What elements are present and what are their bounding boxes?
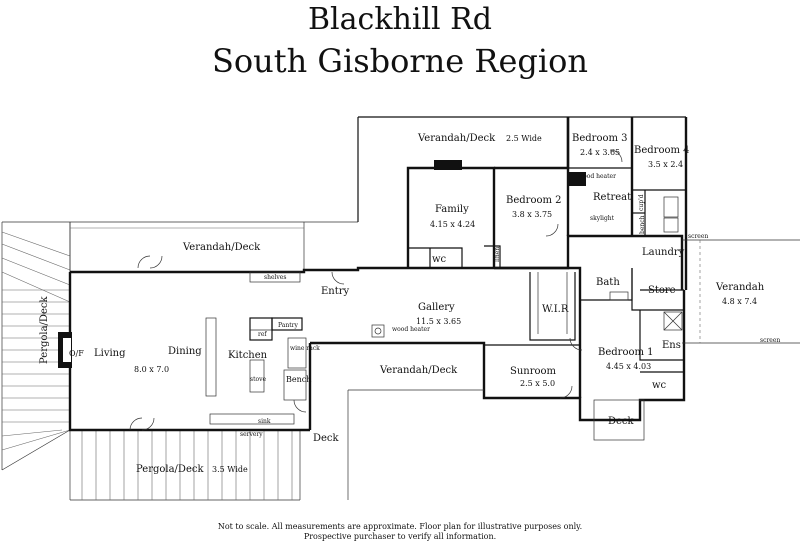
label-gallery: Gallery — [418, 302, 455, 313]
label-deck-south: Deck — [313, 433, 340, 444]
label-sunroom-size: 2.5 x 5.0 — [520, 379, 555, 388]
label-screen-top: screen — [688, 233, 708, 240]
label-verandah-top: Verandah/Deck — [417, 133, 496, 144]
label-wood-heater-gallery: wood heater — [392, 326, 430, 333]
label-stove: stove — [250, 376, 266, 383]
label-family: Family — [435, 204, 469, 215]
label-laundry: Laundry — [642, 247, 685, 258]
label-shelves: shelves — [264, 274, 286, 281]
label-bedroom3: Bedroom 3 — [572, 133, 628, 144]
label-bedroom2-size: 3.8 x 3.75 — [512, 210, 552, 219]
label-bedroom1: Bedroom 1 — [598, 347, 654, 358]
label-wc-family: wc — [432, 254, 447, 265]
label-wood-heater-top: wood heater — [578, 173, 616, 180]
label-bedroom3-size: 2.4 x 3.65 — [580, 148, 620, 157]
label-pergola-deck-left: Pergola/Deck — [39, 296, 50, 364]
label-deck-ens: Deck — [608, 416, 635, 427]
label-retreat: Retreat — [593, 192, 631, 203]
label-living: Living — [94, 348, 126, 359]
title-line-1: Blackhill Rd — [308, 2, 492, 37]
label-screen-bottom: screen — [760, 337, 780, 344]
label-store: Store — [648, 285, 676, 296]
disclaimer-line-1: Not to scale. All measurements are appro… — [217, 522, 583, 531]
label-of: O/F — [69, 349, 84, 358]
label-pergola-deck-bottom: Pergola/Deck — [136, 464, 204, 475]
wood-heater-top — [568, 172, 586, 186]
label-verandah-south: Verandah/Deck — [379, 365, 458, 376]
label-entry: Entry — [321, 286, 350, 297]
verandah-south-outline — [347, 389, 484, 500]
label-kitchen: Kitchen — [228, 350, 268, 361]
label-living-dining-size: 8.0 x 7.0 — [134, 365, 169, 374]
label-linen: linen — [494, 247, 501, 262]
label-pantry: Pantry — [278, 322, 298, 329]
external-walls — [68, 117, 688, 432]
label-cupd: cup'd — [638, 194, 645, 211]
disclaimer-line-2: Prospective purchaser to verify all info… — [303, 532, 497, 541]
fireplace-family — [434, 160, 462, 170]
label-bedroom4-size: 3.5 x 2.4 — [648, 160, 683, 169]
label-verandah-west: Verandah/Deck — [182, 242, 261, 253]
door-swings — [129, 149, 623, 431]
label-family-size: 4.15 x 4.24 — [430, 220, 475, 229]
label-wc-ens: wc — [652, 380, 667, 391]
label-ref: ref — [258, 331, 267, 338]
label-bench-small: bench — [639, 215, 646, 234]
label-bath: Bath — [596, 277, 620, 288]
label-verandah-east-size: 4.8 x 7.4 — [722, 297, 757, 306]
label-dining: Dining — [168, 346, 202, 357]
internal-walls — [58, 167, 686, 425]
title-line-2: South Gisborne Region — [211, 42, 589, 80]
verandah-west-outline — [69, 221, 358, 272]
label-wir: W.I.R — [542, 304, 569, 315]
label-verandah-east: Verandah — [715, 282, 765, 293]
label-pergola-width: 3.5 Wide — [212, 465, 248, 474]
label-sink: sink — [258, 418, 271, 425]
label-bench: Bench — [286, 375, 311, 384]
label-bedroom2: Bedroom 2 — [506, 195, 562, 206]
label-bedroom1-size: 4.45 x 4.03 — [606, 362, 651, 371]
verandah-east-outline — [682, 239, 800, 344]
label-wine-rack: wine rack — [290, 345, 320, 352]
label-bedroom4: Bedroom 4 — [634, 145, 690, 156]
label-skylight: skylight — [590, 215, 615, 222]
label-gallery-size: 11.5 x 3.65 — [416, 317, 461, 326]
label-servery: servery — [240, 431, 263, 438]
deck-ens-outline — [593, 399, 645, 441]
label-verandah-top-width: 2.5 Wide — [506, 134, 542, 143]
label-ens: Ens — [662, 340, 681, 351]
label-sunroom: Sunroom — [510, 366, 557, 377]
